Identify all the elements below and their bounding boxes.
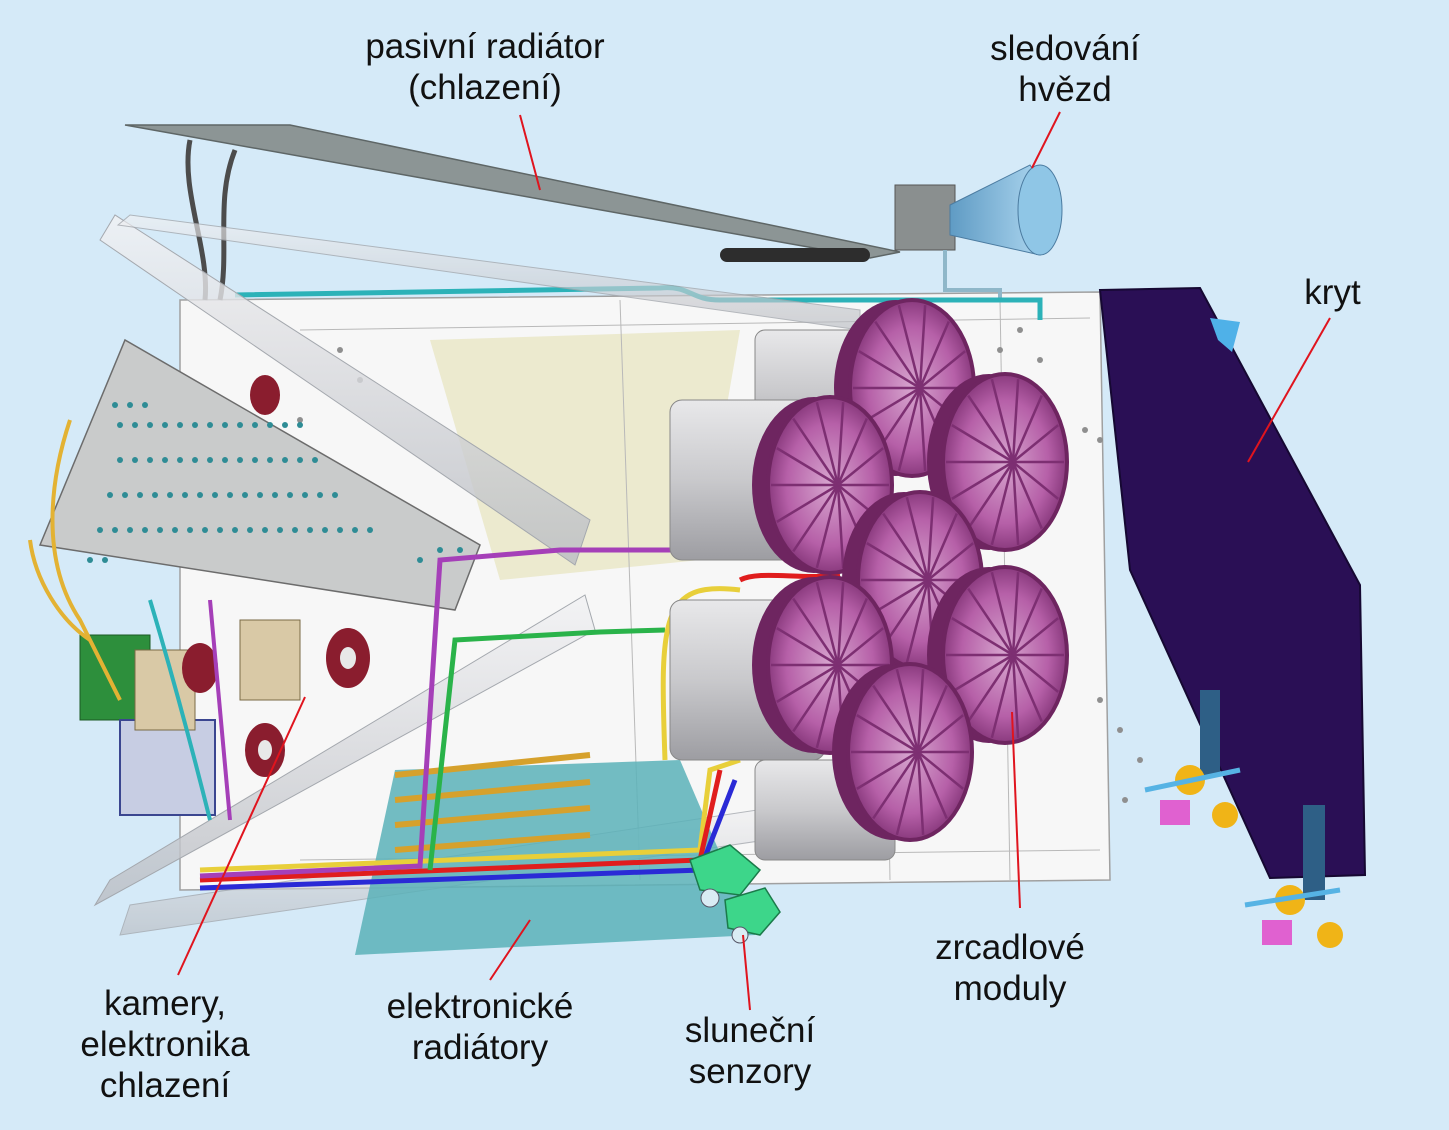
leader-star-tracker	[1031, 111, 1061, 169]
leader-cameras	[177, 696, 306, 976]
cover	[1098, 286, 1367, 880]
label-star-tracker: sledování hvězd	[990, 29, 1140, 109]
sun-sensors	[689, 844, 781, 944]
label-cover: kryt	[1304, 273, 1361, 312]
mirror-module	[832, 662, 974, 842]
star-tracker	[894, 164, 1063, 300]
leader-mirror-modules	[1011, 711, 1021, 909]
leader-electronic-radiators	[489, 919, 531, 981]
label-electronic-radiators: elektronické radiátory	[386, 987, 574, 1067]
label-sun-sensors: sluneční senzory	[684, 1011, 816, 1091]
leader-passive-radiator	[519, 114, 541, 191]
label-cameras: kamery, elektronika chlazení	[80, 984, 250, 1105]
leader-cover	[1247, 317, 1331, 463]
leader-sun-sensors	[742, 934, 751, 1011]
thruster-assemblies	[1144, 690, 1343, 948]
label-mirror-modules: zrcadlové moduly	[935, 928, 1085, 1008]
leader-lines	[177, 111, 1331, 1011]
mirror-module	[927, 372, 1069, 552]
camera-electronics	[28, 375, 370, 821]
label-passive-radiator: pasivní radiátor (chlazení)	[365, 27, 605, 107]
mirror-modules	[752, 298, 1069, 842]
instrument-plate	[38, 338, 481, 611]
